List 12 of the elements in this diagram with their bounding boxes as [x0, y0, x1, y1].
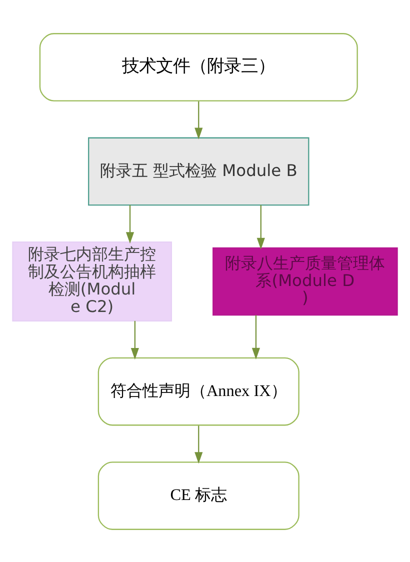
node-box: 附录七内部生产控制及公告机构抽样检测(Module C2): [12, 241, 172, 321]
arrow: [256, 204, 265, 249]
arrow: [194, 100, 203, 139]
arrow: [126, 204, 134, 244]
node-box: 技术文件（附录三）: [39, 32, 358, 101]
arrow: [194, 425, 203, 464]
arrow: [252, 314, 260, 359]
node-box: CE 标志: [98, 461, 300, 530]
node-box: 符合性声明（Annex IX）: [98, 356, 300, 426]
node-box: 附录八生产质量管理体系(Module D): [212, 246, 398, 316]
node-box: 附录五 型式检验 Module B: [88, 136, 310, 206]
arrow: [130, 320, 139, 360]
